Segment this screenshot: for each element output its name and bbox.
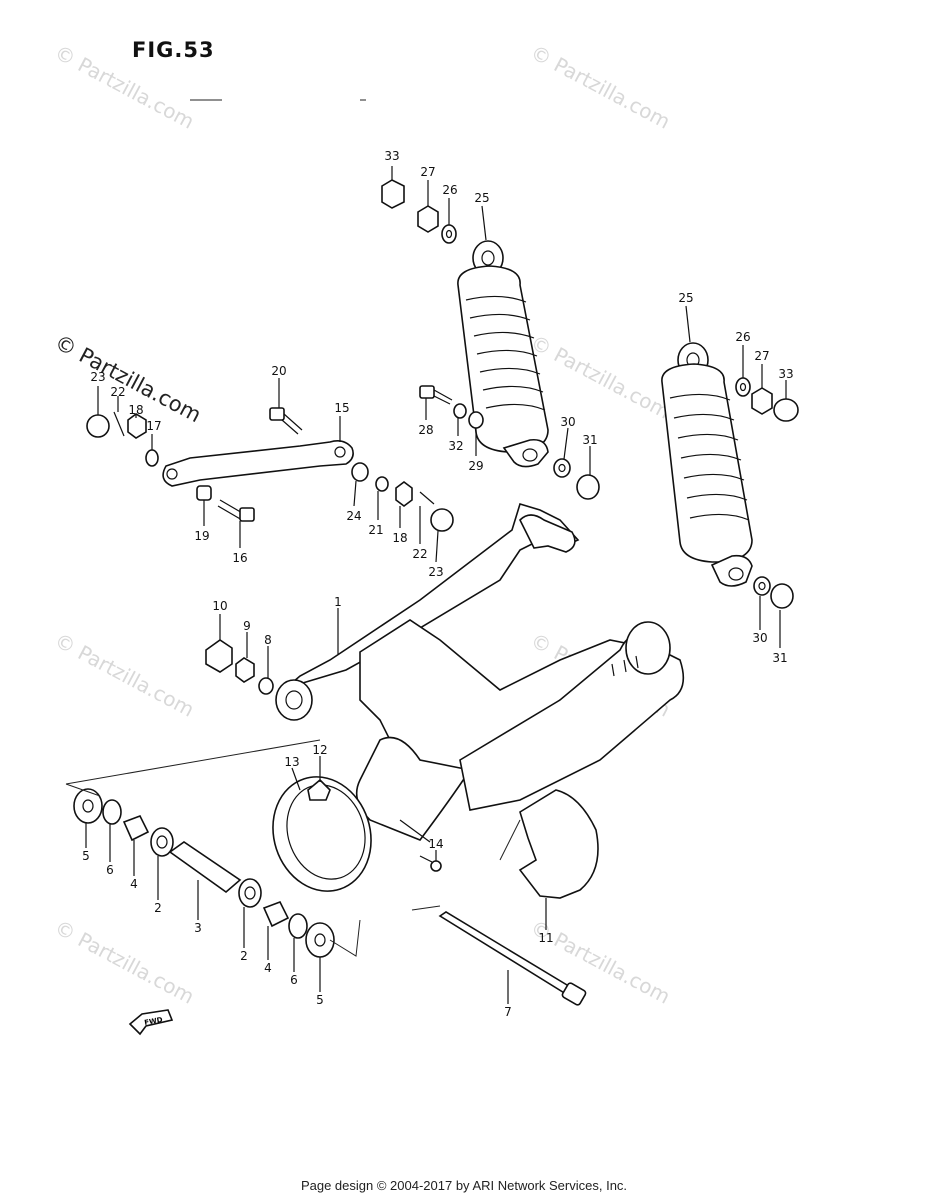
- callout: 14: [428, 837, 443, 851]
- callout: 18: [128, 403, 143, 417]
- callout: 4: [264, 961, 272, 975]
- callout: 31: [582, 433, 597, 447]
- fig-title: FIG.53: [132, 38, 215, 62]
- callout: 10: [212, 599, 227, 613]
- footer-copyright: Page design © 2004-2017 by ARI Network S…: [300, 1178, 628, 1193]
- callout: 26: [442, 183, 457, 197]
- callout: 20: [271, 364, 286, 378]
- callout: 26: [735, 330, 750, 344]
- torque-link: [86, 407, 454, 532]
- callout: 6: [290, 973, 298, 987]
- callout: 21: [368, 523, 383, 537]
- callout: 25: [678, 291, 693, 305]
- callout: 32: [448, 439, 463, 453]
- callout: 31: [772, 651, 787, 665]
- callout: 4: [130, 877, 138, 891]
- callout: 5: [82, 849, 90, 863]
- callout: 27: [754, 349, 769, 363]
- callout: 1: [334, 595, 342, 609]
- callout: 6: [106, 863, 114, 877]
- swing-arm: [275, 503, 685, 841]
- callout: 18: [392, 531, 407, 545]
- callout: 23: [428, 565, 443, 579]
- callout: 2: [154, 901, 162, 915]
- callout: 29: [468, 459, 483, 473]
- callout: 33: [384, 149, 399, 163]
- callout: 7: [504, 1005, 512, 1019]
- callout: 22: [110, 385, 125, 399]
- fwd-arrow: FWD: [128, 1009, 174, 1036]
- callout: 27: [420, 165, 435, 179]
- fwd-label: FWD: [144, 1016, 164, 1027]
- callout: 28: [418, 423, 433, 437]
- shock-absorber-left: [457, 240, 549, 468]
- callout: 24: [346, 509, 361, 523]
- callout: 23: [90, 370, 105, 384]
- callout: 17: [146, 419, 161, 433]
- callout: 2: [240, 949, 248, 963]
- callout: 16: [232, 551, 247, 565]
- callout: 8: [264, 633, 272, 647]
- callouts: 33 27 26 25 25 26 27 33 23 22 18 17 20 1…: [82, 149, 793, 1019]
- callout: 25: [474, 191, 489, 205]
- callout: 33: [778, 367, 793, 381]
- callout: 15: [334, 401, 349, 415]
- callout: 30: [560, 415, 575, 429]
- callout: 13: [284, 755, 299, 769]
- guide-lines: [65, 99, 521, 957]
- callout: 3: [194, 921, 202, 935]
- chain-cover: [518, 789, 599, 899]
- callout: 30: [752, 631, 767, 645]
- leader-lines: [85, 166, 787, 1004]
- callout: 22: [412, 547, 427, 561]
- pivot-bearings: [73, 788, 335, 958]
- axle-bolt: [438, 911, 587, 1006]
- boot-ring: [272, 776, 442, 892]
- callout: 12: [312, 743, 327, 757]
- callout: 19: [194, 529, 209, 543]
- callout: 9: [243, 619, 251, 633]
- callout: 11: [538, 931, 553, 945]
- shock-absorber-right: [661, 342, 753, 587]
- pivot-hardware: [205, 639, 274, 695]
- callout: 5: [316, 993, 324, 1007]
